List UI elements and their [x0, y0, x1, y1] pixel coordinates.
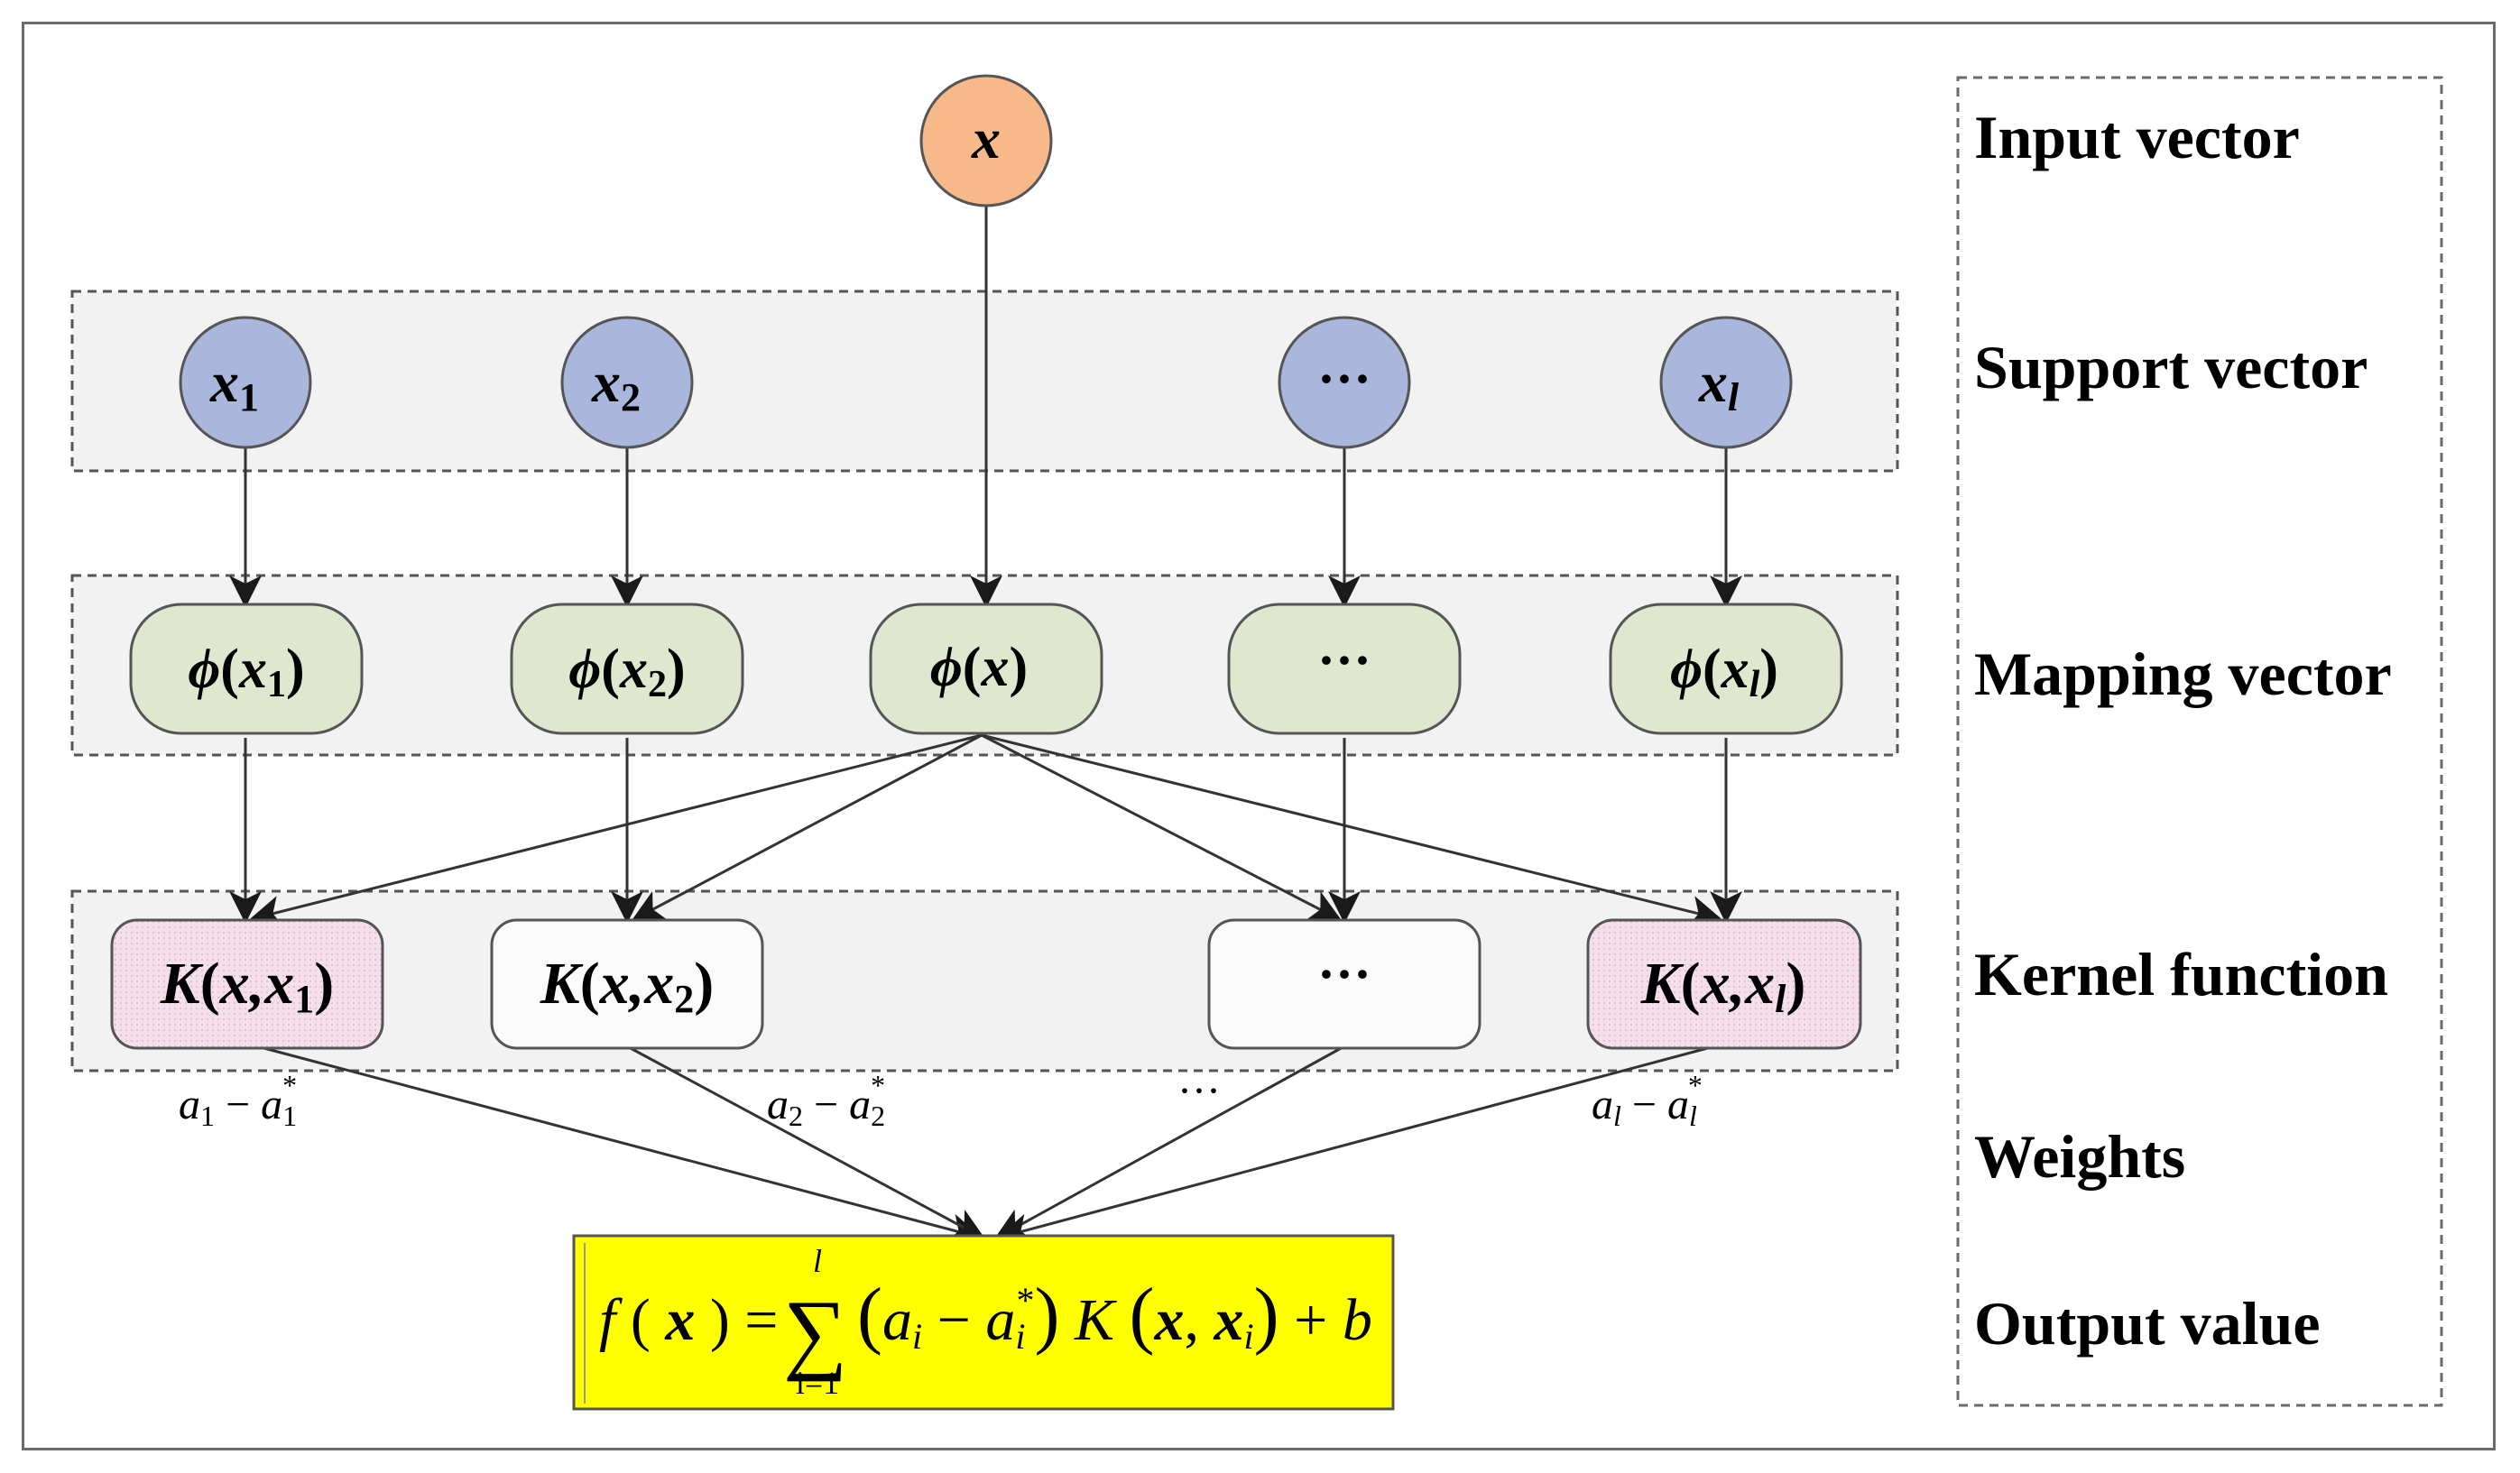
- figure-frame: [22, 22, 2496, 1450]
- mapping-node-ellipsis: [1227, 603, 1462, 735]
- mapping-node-2: [510, 603, 744, 735]
- support-node-2-label: x2: [591, 350, 641, 419]
- kernel-node-ellipsis-label: ···: [1317, 944, 1371, 1004]
- kernel-node-1-label: K(x,x1): [160, 951, 335, 1021]
- edge-kl-out: [997, 1045, 1715, 1246]
- formula-sum-upper: l: [813, 1243, 822, 1279]
- formula-sigma: ∑: [783, 1282, 847, 1382]
- edge-k2-out: [626, 1045, 986, 1239]
- weight-2: a2 − a2*: [767, 1069, 885, 1132]
- support-node-l-label: xl: [1698, 350, 1740, 419]
- mapping-node-l-label: ϕ(xl): [1670, 639, 1778, 705]
- formula-sum-lower: i=1: [796, 1365, 839, 1401]
- label-kernel-function: Kernel function: [1974, 940, 2388, 1008]
- label-weights: Weights: [1974, 1122, 2185, 1191]
- kernel-nodes: K(x,x1) K(x,x2) ··· K(x,xl): [110, 918, 1862, 1050]
- layer-labels: Input vector Support vector Mapping vect…: [1974, 103, 2392, 1358]
- mapping-node-x: [869, 603, 1103, 735]
- formula-body: (ai − ai*) K (x, xi) + b: [857, 1273, 1372, 1357]
- edge-phix-kdots: [981, 733, 1343, 921]
- edge-kdots-out: [993, 1045, 1345, 1239]
- kernel-node-1: [110, 918, 384, 1050]
- mapping-node-2-label: ϕ(x2): [568, 639, 685, 705]
- weight-ellipsis: ···: [1177, 1067, 1221, 1115]
- support-node-1-label: x1: [209, 350, 259, 419]
- support-node-2: [560, 316, 694, 449]
- edge-k1-out: [256, 1045, 983, 1246]
- edge-phix-k1: [249, 733, 983, 928]
- mapping-node-l: [1609, 603, 1843, 735]
- weight-labels: a1 − a1* a2 − a2* ··· al − al*: [179, 1067, 1703, 1132]
- legend-box: [1956, 76, 2443, 1407]
- label-output-value: Output value: [1974, 1289, 2321, 1358]
- label-input-vector: Input vector: [1974, 103, 2300, 171]
- weight-1: a1 − a1*: [179, 1069, 297, 1132]
- support-node-ellipsis-label: ···: [1317, 349, 1371, 409]
- support-node-1: [179, 316, 312, 449]
- output-box: [572, 1234, 1395, 1411]
- kernel-node-ellipsis: [1207, 918, 1482, 1050]
- kernel-node-2-label: K(x,x2): [540, 951, 715, 1021]
- input-node: [919, 74, 1053, 207]
- kernel-node-2: [490, 918, 764, 1050]
- kernel-node-l-label: K(x,xl): [1640, 951, 1806, 1021]
- edges: [229, 206, 1742, 1246]
- mapping-node-ellipsis-label: ···: [1317, 631, 1371, 690]
- output-formula: f ( x ) = ∑ l i=1 (ai − ai*) K (x, xi) +…: [599, 1243, 1372, 1401]
- mapping-node-1: [129, 603, 364, 735]
- edge-phix-k2: [631, 733, 983, 921]
- support-nodes: x1 x2 ··· xl: [179, 316, 1793, 449]
- edge-phix-kl: [981, 733, 1722, 928]
- mapping-nodes: ϕ(x1) ϕ(x2) ϕ(x) ··· ϕ(xl): [129, 603, 1843, 735]
- kernel-node-l: [1586, 918, 1862, 1050]
- input-node-label: x: [971, 106, 1001, 170]
- formula-lhs: f ( x ) =: [599, 1287, 779, 1353]
- weight-l: al − al*: [1592, 1069, 1703, 1132]
- mapping-node-1-label: ϕ(x1): [188, 639, 304, 705]
- support-node-ellipsis: [1278, 316, 1411, 449]
- support-node-l: [1659, 316, 1793, 449]
- label-mapping-vector: Mapping vector: [1974, 640, 2392, 708]
- label-support-vector: Support vector: [1974, 333, 2368, 401]
- mapping-node-x-label: ϕ(x): [930, 637, 1028, 698]
